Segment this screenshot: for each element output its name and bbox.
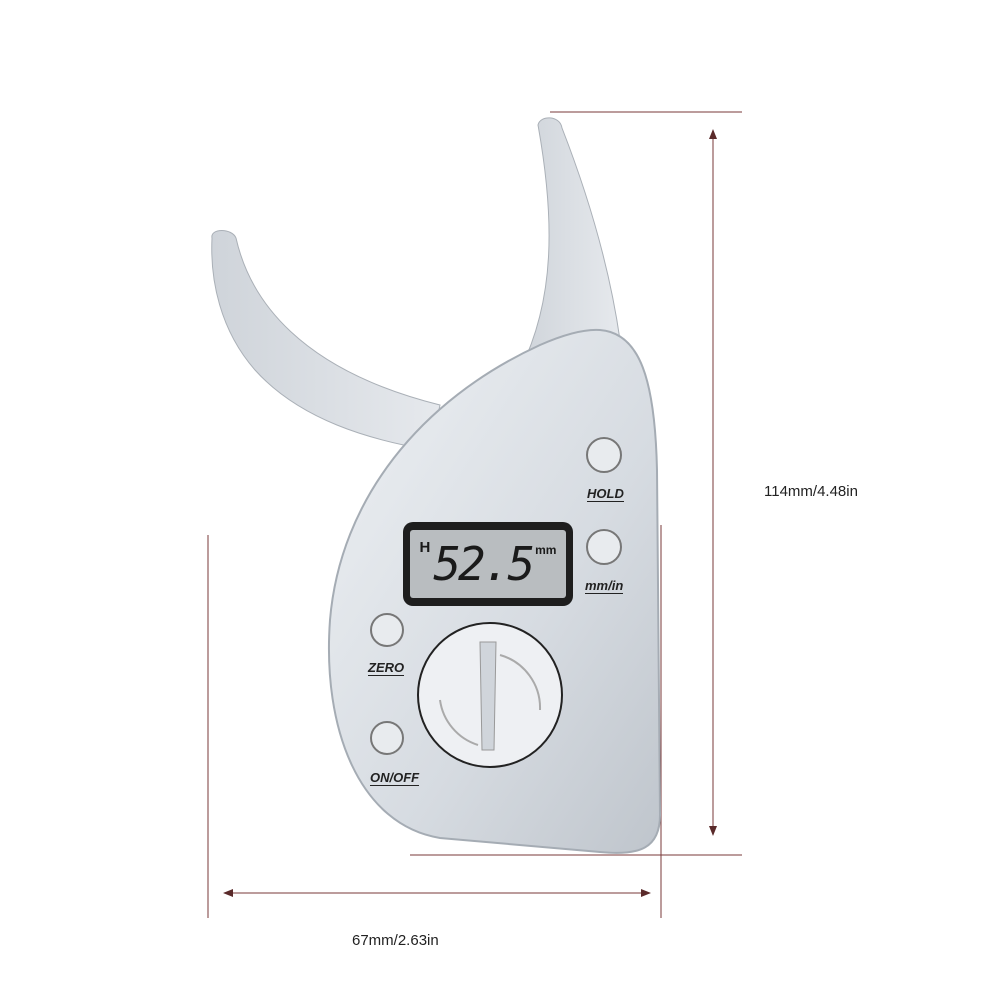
left-jaw — [211, 230, 441, 451]
zero-button-label: ZERO — [368, 660, 405, 676]
unit-toggle-button[interactable] — [587, 530, 621, 564]
hold-button-label: HOLD — [587, 486, 624, 502]
display-reading: 52.5 — [433, 537, 535, 591]
hold-indicator: H — [419, 539, 431, 556]
measurement-dial — [417, 622, 563, 768]
unit-toggle-label: mm/in — [585, 578, 624, 594]
dimension-lines — [207, 111, 742, 918]
width-dimension-label: 67mm/2.63in — [352, 932, 439, 949]
button-circles — [370, 437, 622, 755]
height-dimension-label: 114mm/4.48in — [764, 483, 858, 500]
right-jaw — [519, 117, 621, 371]
display-unit: mm — [535, 543, 557, 557]
hold-button[interactable] — [587, 438, 621, 472]
power-button-label: ON/OFF — [370, 770, 420, 786]
power-button[interactable] — [371, 722, 403, 754]
zero-button[interactable] — [371, 614, 403, 646]
lcd-display: H 52.5 mm — [403, 522, 573, 606]
